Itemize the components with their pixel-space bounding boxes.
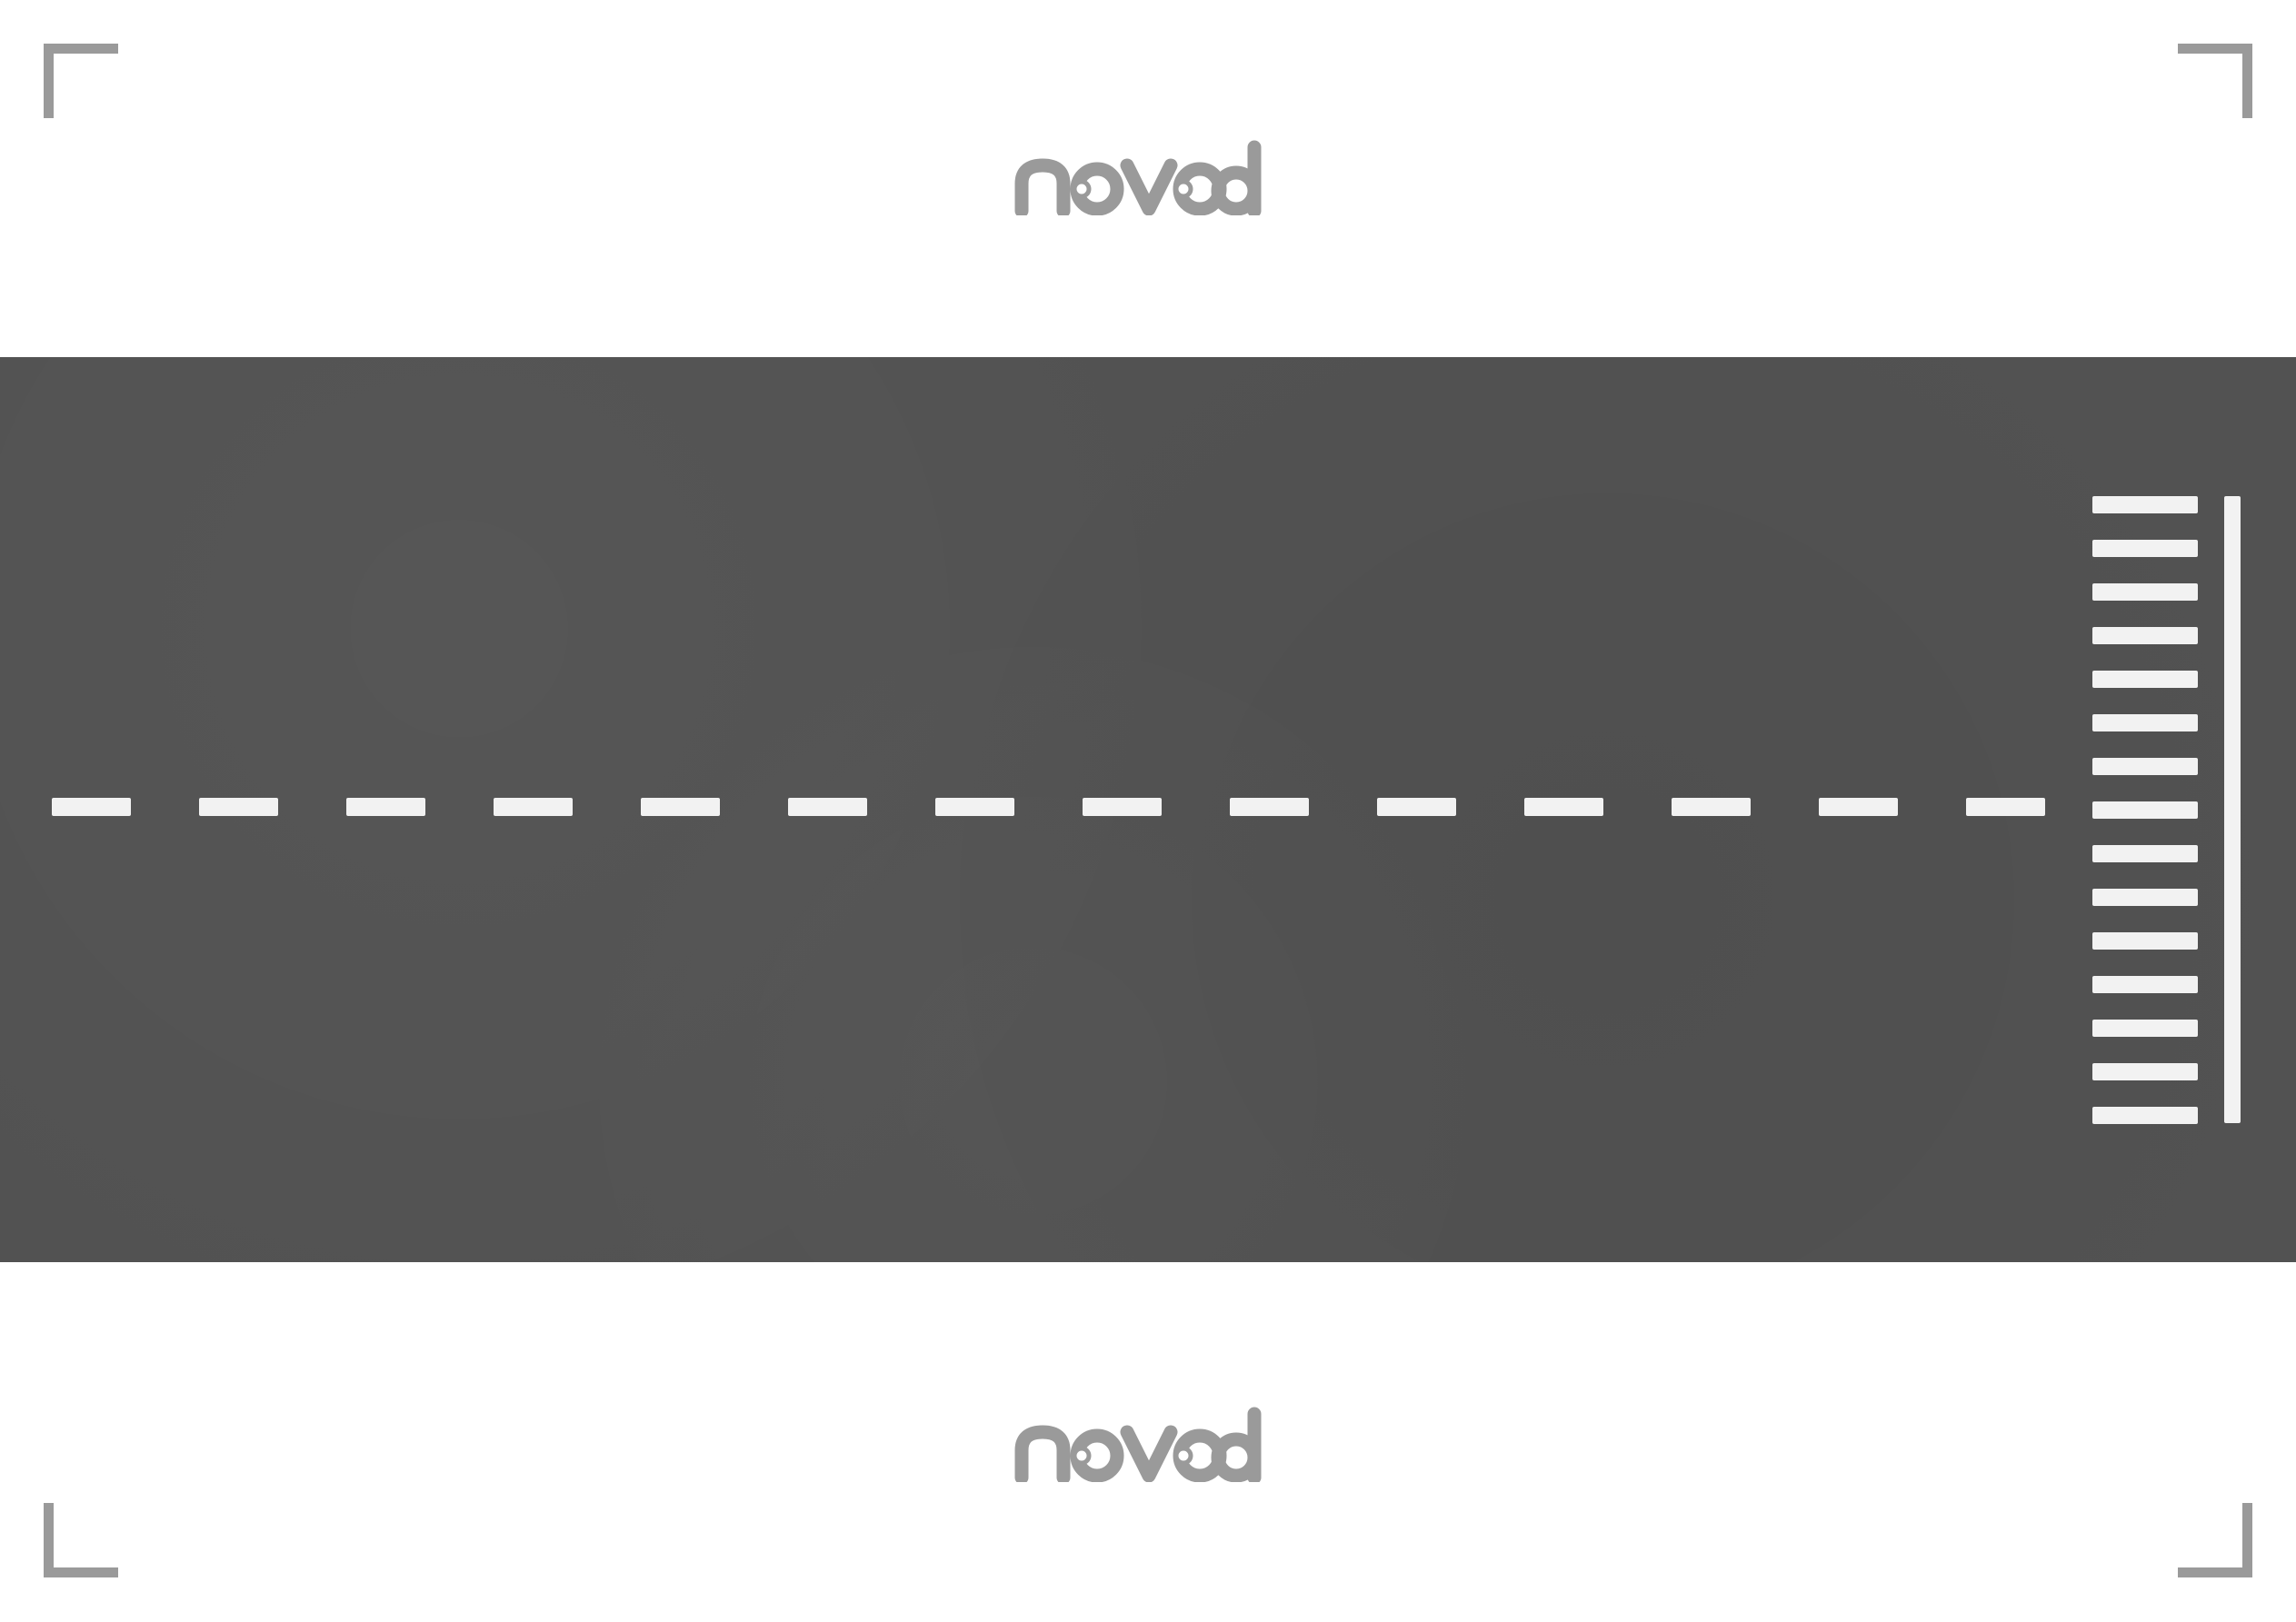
novoda-logo-icon — [1014, 1407, 1262, 1482]
center-line-dash — [1230, 798, 1309, 816]
center-line-dash — [52, 798, 131, 816]
center-line-dash — [935, 798, 1014, 816]
center-line-dash — [1966, 798, 2045, 816]
road — [0, 357, 2296, 1262]
crop-mark-bottom-left — [44, 1503, 118, 1577]
zebra-crossing-stripe — [2092, 801, 2198, 819]
zebra-crossing-stripe — [2092, 845, 2198, 862]
center-line-dash — [1819, 798, 1898, 816]
zebra-crossing-stripe — [2092, 714, 2198, 731]
center-line-dash — [346, 798, 425, 816]
zebra-crossing-stripe — [2092, 671, 2198, 688]
crop-mark-top-left — [44, 44, 118, 118]
center-line-dash — [788, 798, 867, 816]
zebra-crossing-stripe — [2092, 1107, 2198, 1124]
crop-mark-bottom-right — [2178, 1503, 2252, 1577]
center-line-dash — [641, 798, 720, 816]
novoda-logo-icon — [1014, 140, 1262, 215]
zebra-crossing-stripe — [2092, 758, 2198, 775]
center-line-dash — [1672, 798, 1751, 816]
novoda-logo-bottom: novoda — [1011, 1405, 1283, 1482]
zebra-crossing-stripe — [2092, 1063, 2198, 1080]
zebra-crossing-stripe — [2092, 540, 2198, 557]
zebra-crossing-stripe — [2092, 889, 2198, 906]
center-line-dash — [494, 798, 573, 816]
center-line-dash — [1083, 798, 1162, 816]
novoda-logo-top: novoda — [1011, 138, 1283, 215]
zebra-crossing-stripe — [2092, 1020, 2198, 1037]
center-line-dash — [1524, 798, 1603, 816]
center-line-dash — [199, 798, 278, 816]
stop-line — [2224, 496, 2241, 1123]
zebra-crossing-stripe — [2092, 932, 2198, 950]
zebra-crossing-stripe — [2092, 976, 2198, 993]
zebra-crossing-stripe — [2092, 627, 2198, 644]
center-line-dash — [1377, 798, 1456, 816]
zebra-crossing-stripe — [2092, 583, 2198, 601]
crop-mark-top-right — [2178, 44, 2252, 118]
zebra-crossing-stripe — [2092, 496, 2198, 513]
